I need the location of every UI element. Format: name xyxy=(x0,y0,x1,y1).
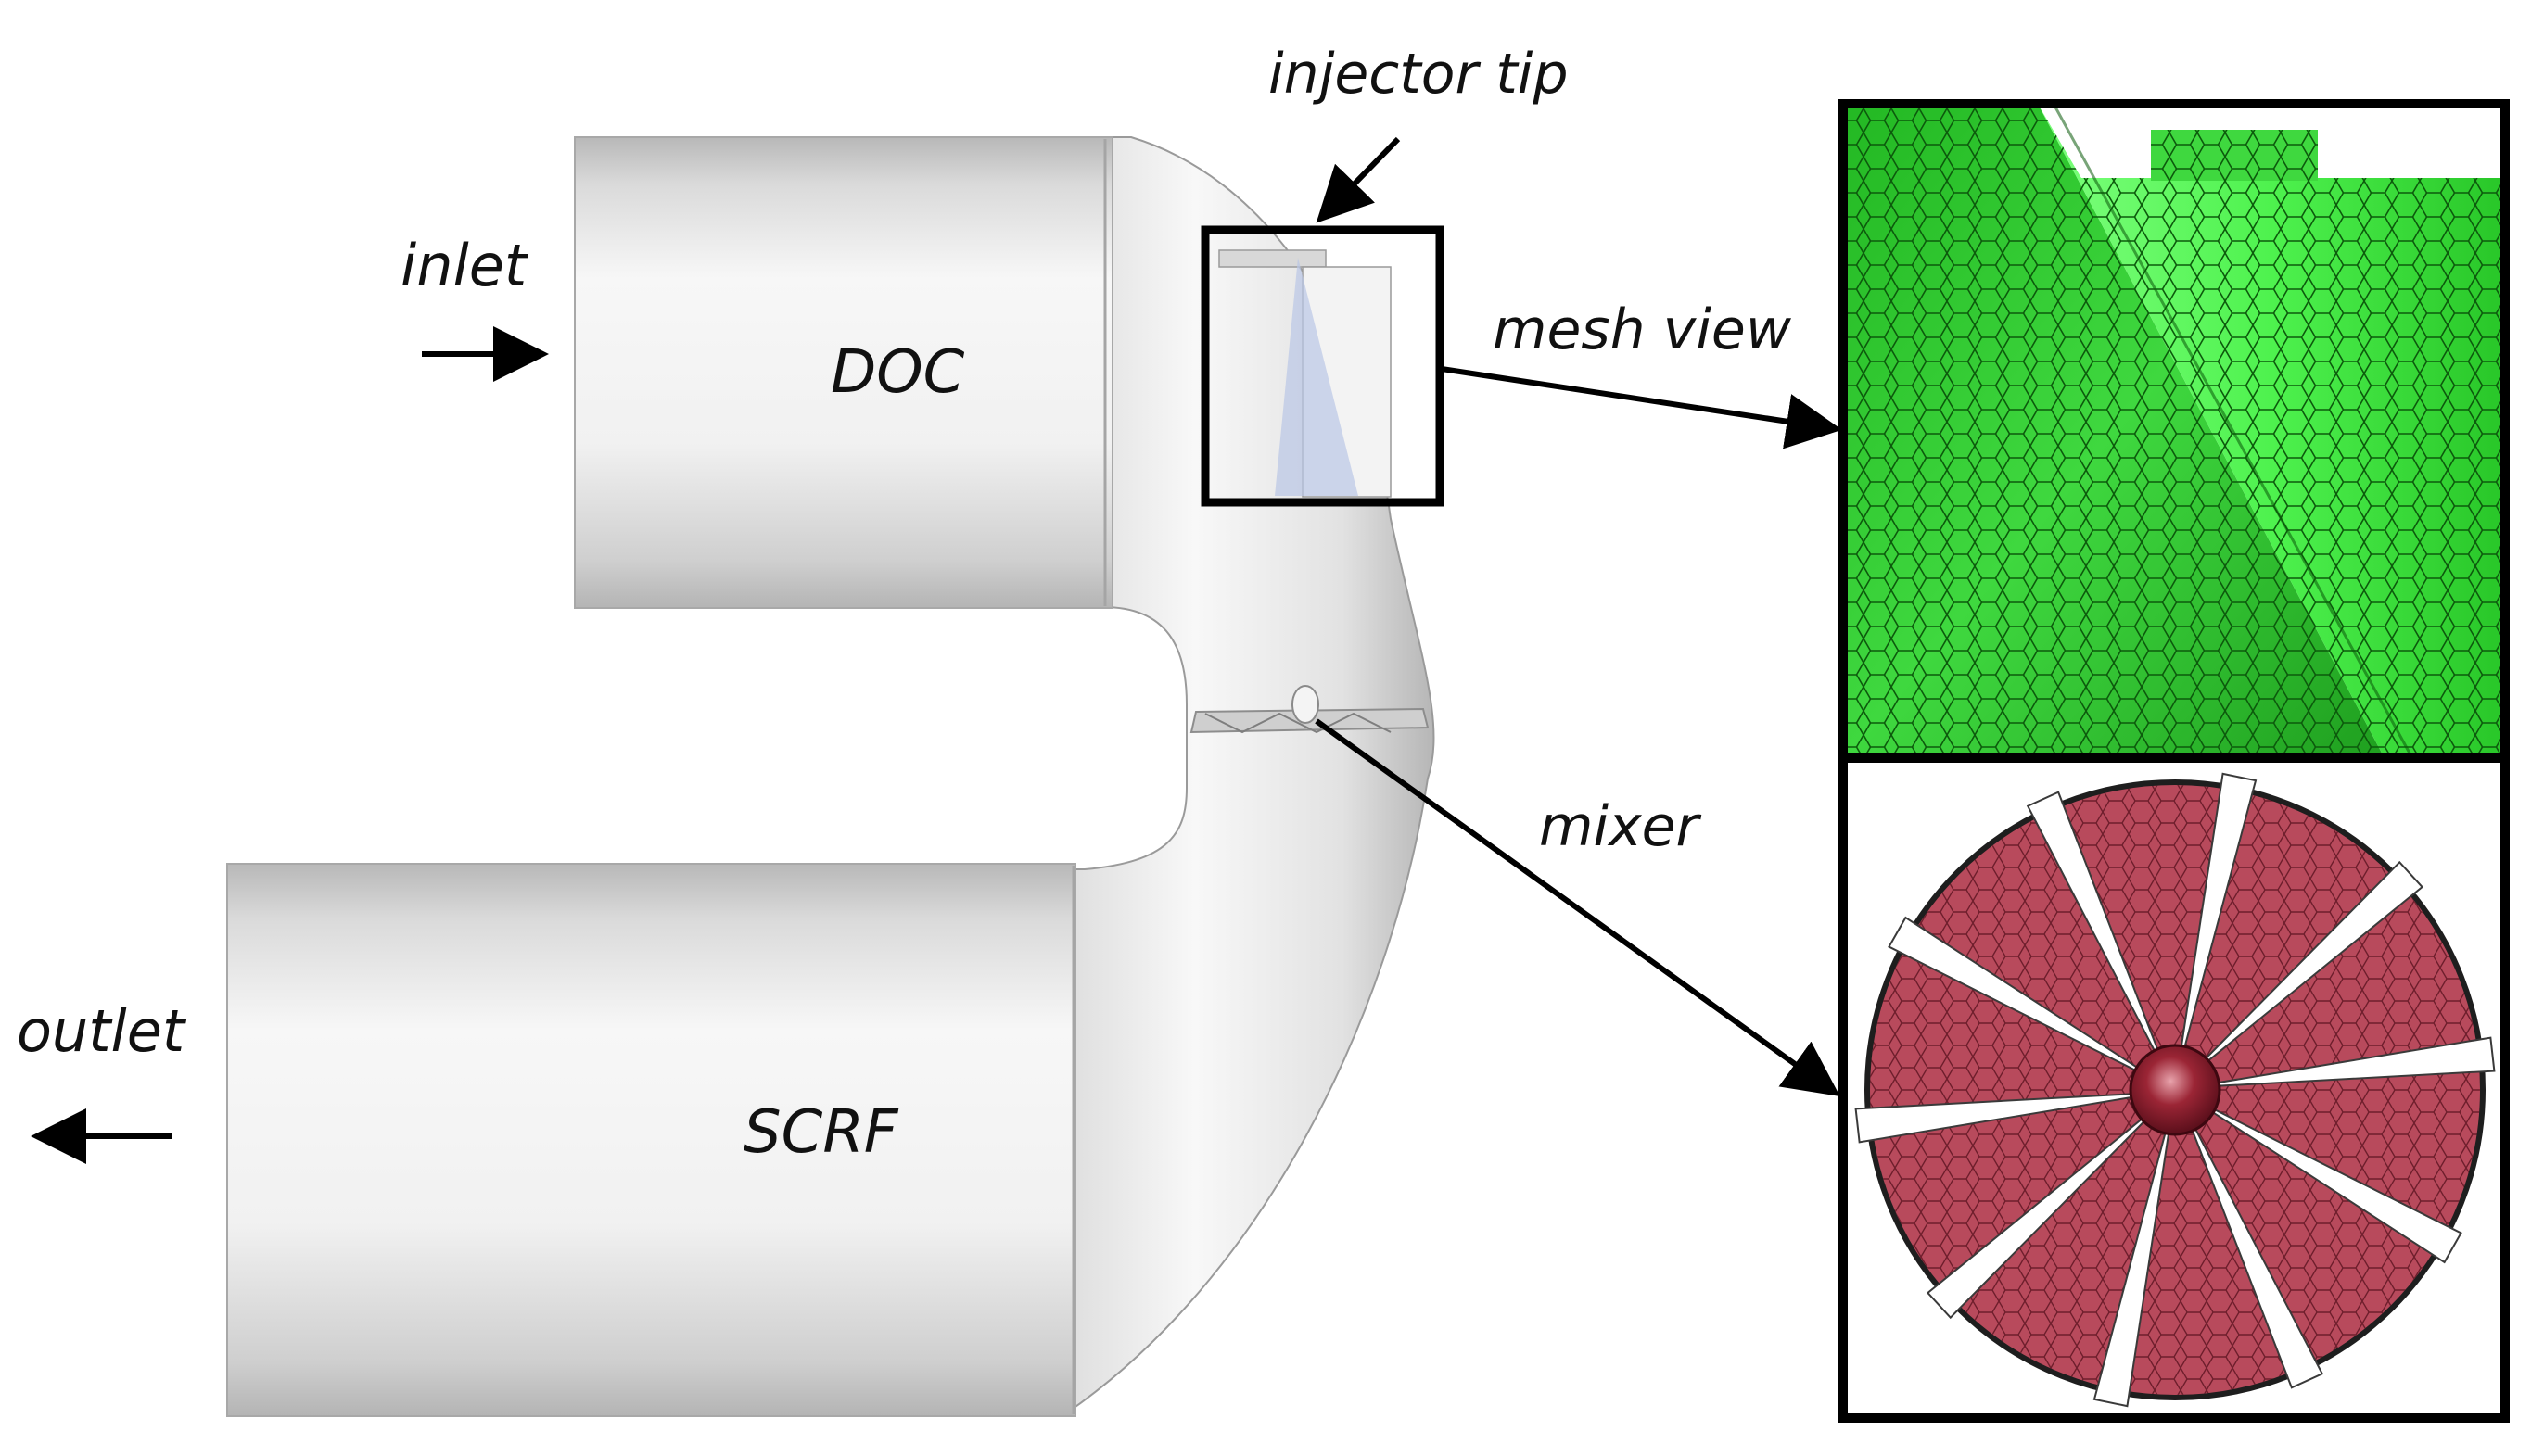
inlet-label: inlet xyxy=(401,232,528,299)
mixer-slots xyxy=(1854,772,2496,1408)
scrf-cylinder xyxy=(226,863,1076,1417)
arrows xyxy=(30,136,1842,1164)
mixer-panel xyxy=(1843,769,2505,1418)
detail-panel xyxy=(1838,99,2510,1423)
mixer-hub xyxy=(2129,1044,2221,1136)
scrf-label: SCRF xyxy=(744,1098,898,1167)
injector-tip-box xyxy=(1201,225,1444,507)
injector xyxy=(1218,249,1392,498)
mixer-frame xyxy=(1838,753,2510,1423)
mesh-view-arrow xyxy=(1441,366,1842,449)
mesh-view-label: mesh view xyxy=(1493,298,1791,362)
injector-tip-arrow xyxy=(1316,136,1401,223)
outlet-label: outlet xyxy=(17,997,185,1065)
mixer-arrow xyxy=(1315,718,1840,1096)
doc-cylinder xyxy=(574,136,1113,609)
mixer-label: mixer xyxy=(1539,794,1699,859)
mixer-in-pipe xyxy=(1189,685,1430,734)
injector-tip-label: injector tip xyxy=(1268,42,1569,107)
doc-label: DOC xyxy=(831,338,965,407)
spray-cone xyxy=(1275,258,1358,496)
mesh-view-panel xyxy=(1843,104,2505,758)
pipe-system xyxy=(226,136,1444,1417)
